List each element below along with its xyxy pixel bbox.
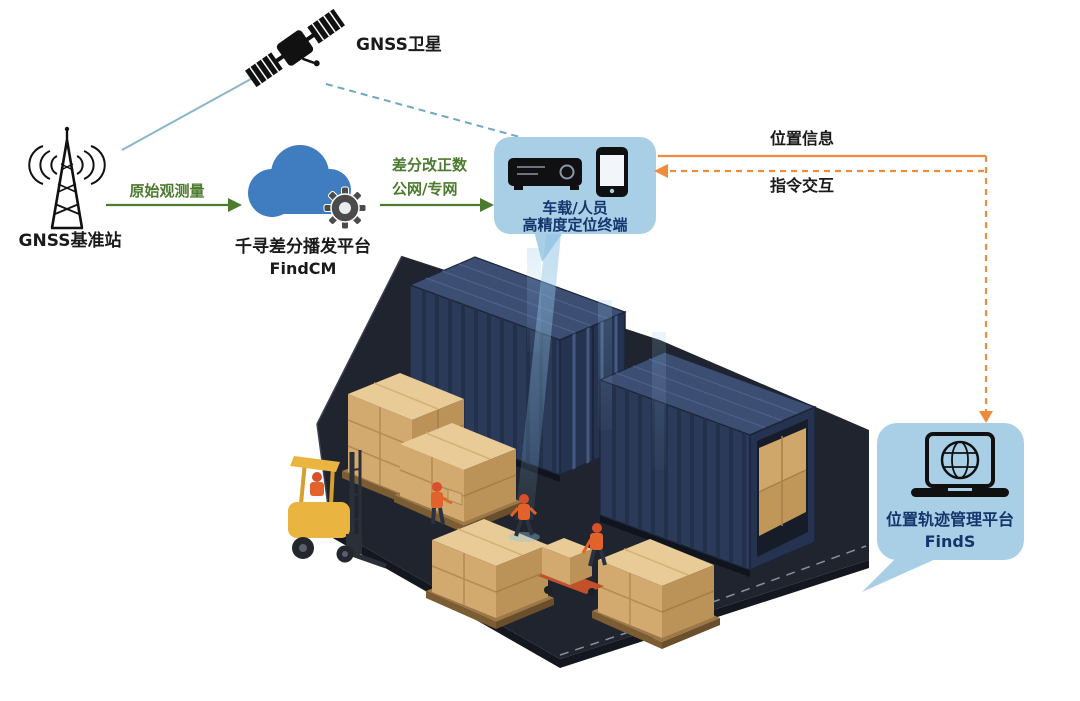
open-door-cargo	[757, 419, 808, 557]
floor-lane-markings	[559, 545, 867, 656]
arrow-to-finds	[979, 156, 993, 423]
command-label: 指令交互	[769, 176, 835, 195]
gear-icon	[323, 186, 367, 230]
network-label: 公网/专网	[392, 180, 458, 198]
worker-3	[581, 523, 607, 567]
terminal-label-line2: 高精度定位终端	[522, 216, 628, 234]
laptop-globe-icon	[911, 432, 1009, 497]
light-beam-small-2	[598, 300, 612, 430]
forklift	[288, 450, 387, 569]
shipping-container-2	[598, 351, 817, 577]
receiver-icon	[508, 158, 582, 190]
positioning-beam	[515, 234, 561, 520]
finds-panel	[862, 423, 1024, 592]
terminal-panel	[494, 137, 656, 262]
beam-glow	[508, 532, 540, 542]
satellite-icon	[245, 8, 345, 88]
worker-2	[509, 494, 538, 537]
satellite-label: GNSS卫星	[356, 35, 442, 55]
position-info-label: 位置信息	[769, 129, 835, 148]
diff-correction-label: 差分改正数	[392, 156, 468, 174]
finds-label-line1: 位置轨迹管理平台	[885, 510, 1015, 529]
base-station-label: GNSS基准站	[18, 231, 122, 251]
pallet-stack-4	[592, 539, 720, 649]
worker-1	[431, 482, 463, 525]
raw-observation-label: 原始观测量	[129, 182, 205, 200]
pallet-stack-3	[426, 519, 554, 629]
light-beam-small-3	[652, 332, 666, 470]
pallet-jack	[538, 538, 604, 596]
cloud-platform-subname: FindCM	[269, 259, 337, 278]
forklift-driver	[312, 472, 322, 482]
finds-label-line2: FindS	[924, 532, 976, 551]
arrow-raw-observation	[106, 198, 242, 212]
arrow-command	[654, 164, 984, 178]
terminal-label-line1: 车载/人员	[542, 199, 608, 217]
cloud-gear-icon	[248, 145, 367, 230]
line-satellite-to-base	[121, 73, 261, 151]
arrow-diff-correction	[380, 198, 494, 212]
line-satellite-to-terminal	[325, 83, 528, 140]
cloud-platform-name: 千寻差分播发平台	[235, 237, 371, 257]
radio-tower-icon	[28, 126, 106, 230]
phone-icon	[596, 147, 628, 197]
scene-illustration	[288, 234, 869, 668]
